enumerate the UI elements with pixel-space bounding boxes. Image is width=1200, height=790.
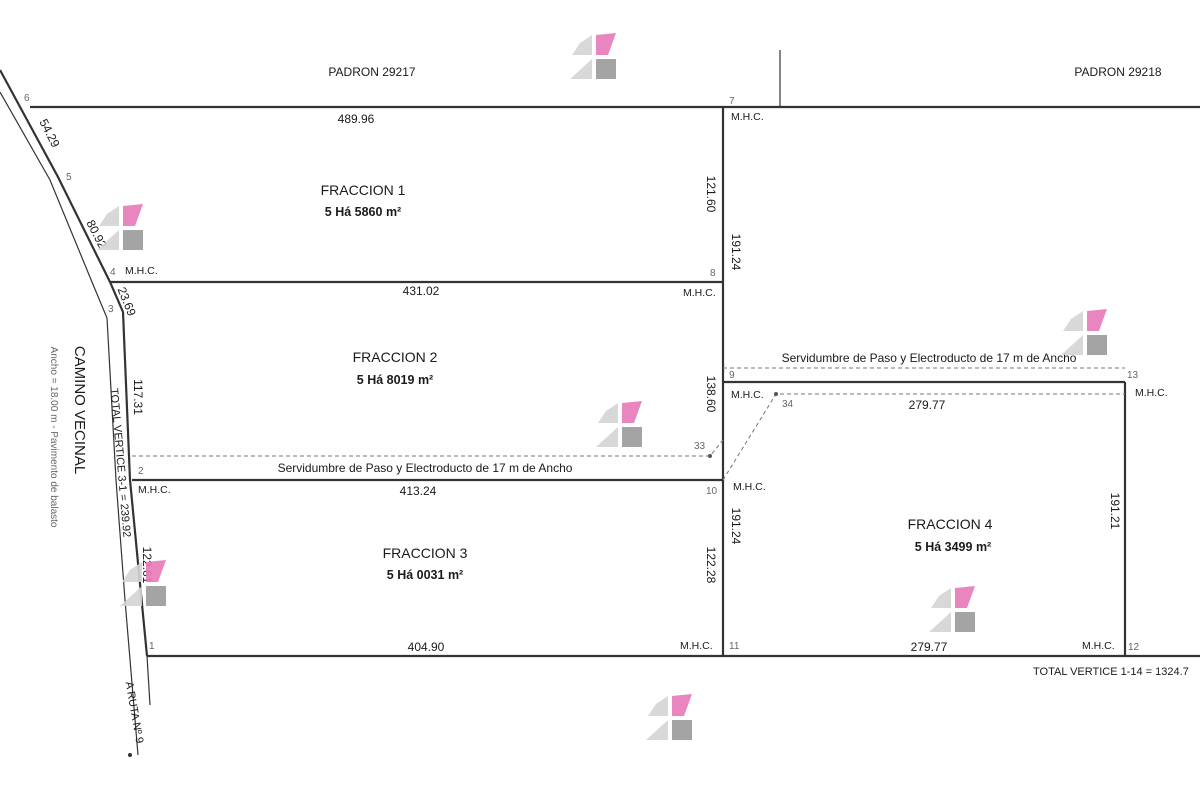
watermark-quadrant: [648, 696, 668, 716]
mhc-label-2: M.H.C.: [138, 484, 171, 496]
vertex-10: 10: [706, 486, 718, 497]
road-east-continuation: [146, 655, 151, 706]
fraction-3-area: 5 Há 0031 m²: [387, 568, 463, 582]
watermark-quadrant: [97, 230, 119, 250]
vertex-7: 7: [729, 96, 735, 107]
mhc-label-4: M.H.C.: [125, 265, 158, 277]
vertex-12: 12: [1128, 642, 1140, 653]
watermark-quadrant: [929, 612, 951, 632]
dimension-191-21: 191.21: [1108, 493, 1122, 530]
watermark-logo: [1061, 309, 1107, 355]
fraction-1-name: FRACCION 1: [321, 182, 406, 198]
fraction-2-area: 5 Há 8019 m²: [357, 373, 433, 387]
mhc-label-10: M.H.C.: [733, 481, 766, 493]
watermark-quadrant: [123, 204, 143, 226]
watermark-logo: [596, 401, 642, 447]
watermark-quadrant: [598, 403, 618, 423]
watermark-logos: [97, 33, 1107, 740]
watermark-quadrant: [120, 586, 142, 606]
dimension-431-02: 431.02: [403, 284, 440, 298]
easement-lower-label: Servidumbre de Paso y Electroducto de 17…: [278, 461, 573, 475]
mhc-label-13: M.H.C.: [1135, 387, 1168, 399]
mhc-label-7: M.H.C.: [731, 111, 764, 123]
watermark-quadrant: [955, 612, 975, 632]
vertex-4: 4: [110, 267, 116, 278]
dimension-191-24-lower: 191.24: [729, 508, 743, 545]
vertex-2: 2: [138, 466, 144, 477]
mhc-label-11: M.H.C.: [680, 640, 713, 652]
watermark-quadrant: [99, 206, 119, 226]
dimension-279-77-top: 279.77: [909, 398, 946, 412]
watermark-logo: [120, 560, 166, 606]
watermark-quadrant: [596, 59, 616, 79]
watermark-quadrant: [672, 720, 692, 740]
watermark-logo: [97, 204, 143, 250]
road-east-edge: [0, 69, 149, 657]
dimension-404-90: 404.90: [408, 640, 445, 654]
watermark-quadrant: [622, 427, 642, 447]
fraction-2-name: FRACCION 2: [353, 349, 438, 365]
vertex-8: 8: [710, 268, 716, 279]
vertex-33: 33: [694, 441, 706, 452]
road-end-marker: [128, 753, 132, 757]
fraction-4-name: FRACCION 4: [908, 516, 993, 532]
watermark-quadrant: [1087, 335, 1107, 355]
vertex-9: 9: [729, 370, 735, 381]
watermark-quadrant: [570, 59, 592, 79]
dimension-489-96: 489.96: [338, 112, 375, 126]
fraction-3-name: FRACCION 3: [383, 545, 468, 561]
dimension-121-60: 121.60: [704, 176, 718, 213]
watermark-quadrant: [122, 562, 142, 582]
vertex-1: 1: [149, 641, 155, 652]
parcel-boundaries: [30, 50, 1200, 658]
vertex-34: 34: [782, 399, 794, 410]
watermark-quadrant: [955, 586, 975, 608]
fraction-1-area: 5 Há 5860 m²: [325, 205, 401, 219]
dimension-191-24-upper: 191.24: [729, 234, 743, 271]
watermark-quadrant: [1063, 311, 1083, 331]
easement-lines: [132, 367, 1125, 481]
watermark-logo: [929, 586, 975, 632]
padron-right-label: PADRON 29218: [1074, 65, 1161, 79]
vertex-6: 6: [24, 93, 30, 104]
vertex-3: 3: [108, 304, 114, 315]
watermark-quadrant: [146, 586, 166, 606]
vertex-13: 13: [1127, 370, 1139, 381]
watermark-quadrant: [596, 427, 618, 447]
vertex-33-marker: [708, 454, 712, 458]
dimension-413-24: 413.24: [400, 484, 437, 498]
watermark-quadrant: [572, 35, 592, 55]
road-destination: A RUTA Nº 9: [123, 681, 146, 745]
total-vertice-1-14: TOTAL VERTICE 1-14 = 1324.7: [1033, 666, 1189, 678]
road-west-edge: [0, 91, 139, 756]
mhc-label-9: M.H.C.: [731, 389, 764, 401]
road-lines: [0, 69, 151, 757]
dimension-279-77-bottom: 279.77: [911, 640, 948, 654]
dimension-117-31: 117.31: [131, 379, 145, 415]
watermark-logo: [646, 694, 692, 740]
vertex-11: 11: [729, 641, 740, 652]
watermark-quadrant: [931, 588, 951, 608]
mhc-label-12: M.H.C.: [1082, 640, 1115, 652]
dimension-122-28: 122.28: [704, 547, 718, 584]
watermark-quadrant: [123, 230, 143, 250]
vertex-34-marker: [774, 392, 778, 396]
mhc-label-8: M.H.C.: [683, 287, 716, 299]
fraction-4-area: 5 Há 3499 m²: [915, 540, 991, 554]
watermark-quadrant: [1061, 335, 1083, 355]
watermark-quadrant: [1087, 309, 1107, 331]
watermark-quadrant: [672, 694, 692, 716]
watermark-logo: [570, 33, 616, 79]
dimension-138-60: 138.60: [704, 376, 718, 413]
watermark-quadrant: [646, 720, 668, 740]
road-name: CAMINO VECINAL: [71, 346, 88, 474]
padron-left-label: PADRON 29217: [328, 65, 415, 79]
road-subtitle: Ancho = 18.00 m - Pavimento de balasto: [48, 347, 59, 528]
watermark-quadrant: [596, 33, 616, 55]
watermark-quadrant: [146, 560, 166, 582]
vertex-5: 5: [66, 172, 72, 183]
watermark-quadrant: [622, 401, 642, 423]
easement-upper-label: Servidumbre de Paso y Electroducto de 17…: [782, 351, 1077, 365]
